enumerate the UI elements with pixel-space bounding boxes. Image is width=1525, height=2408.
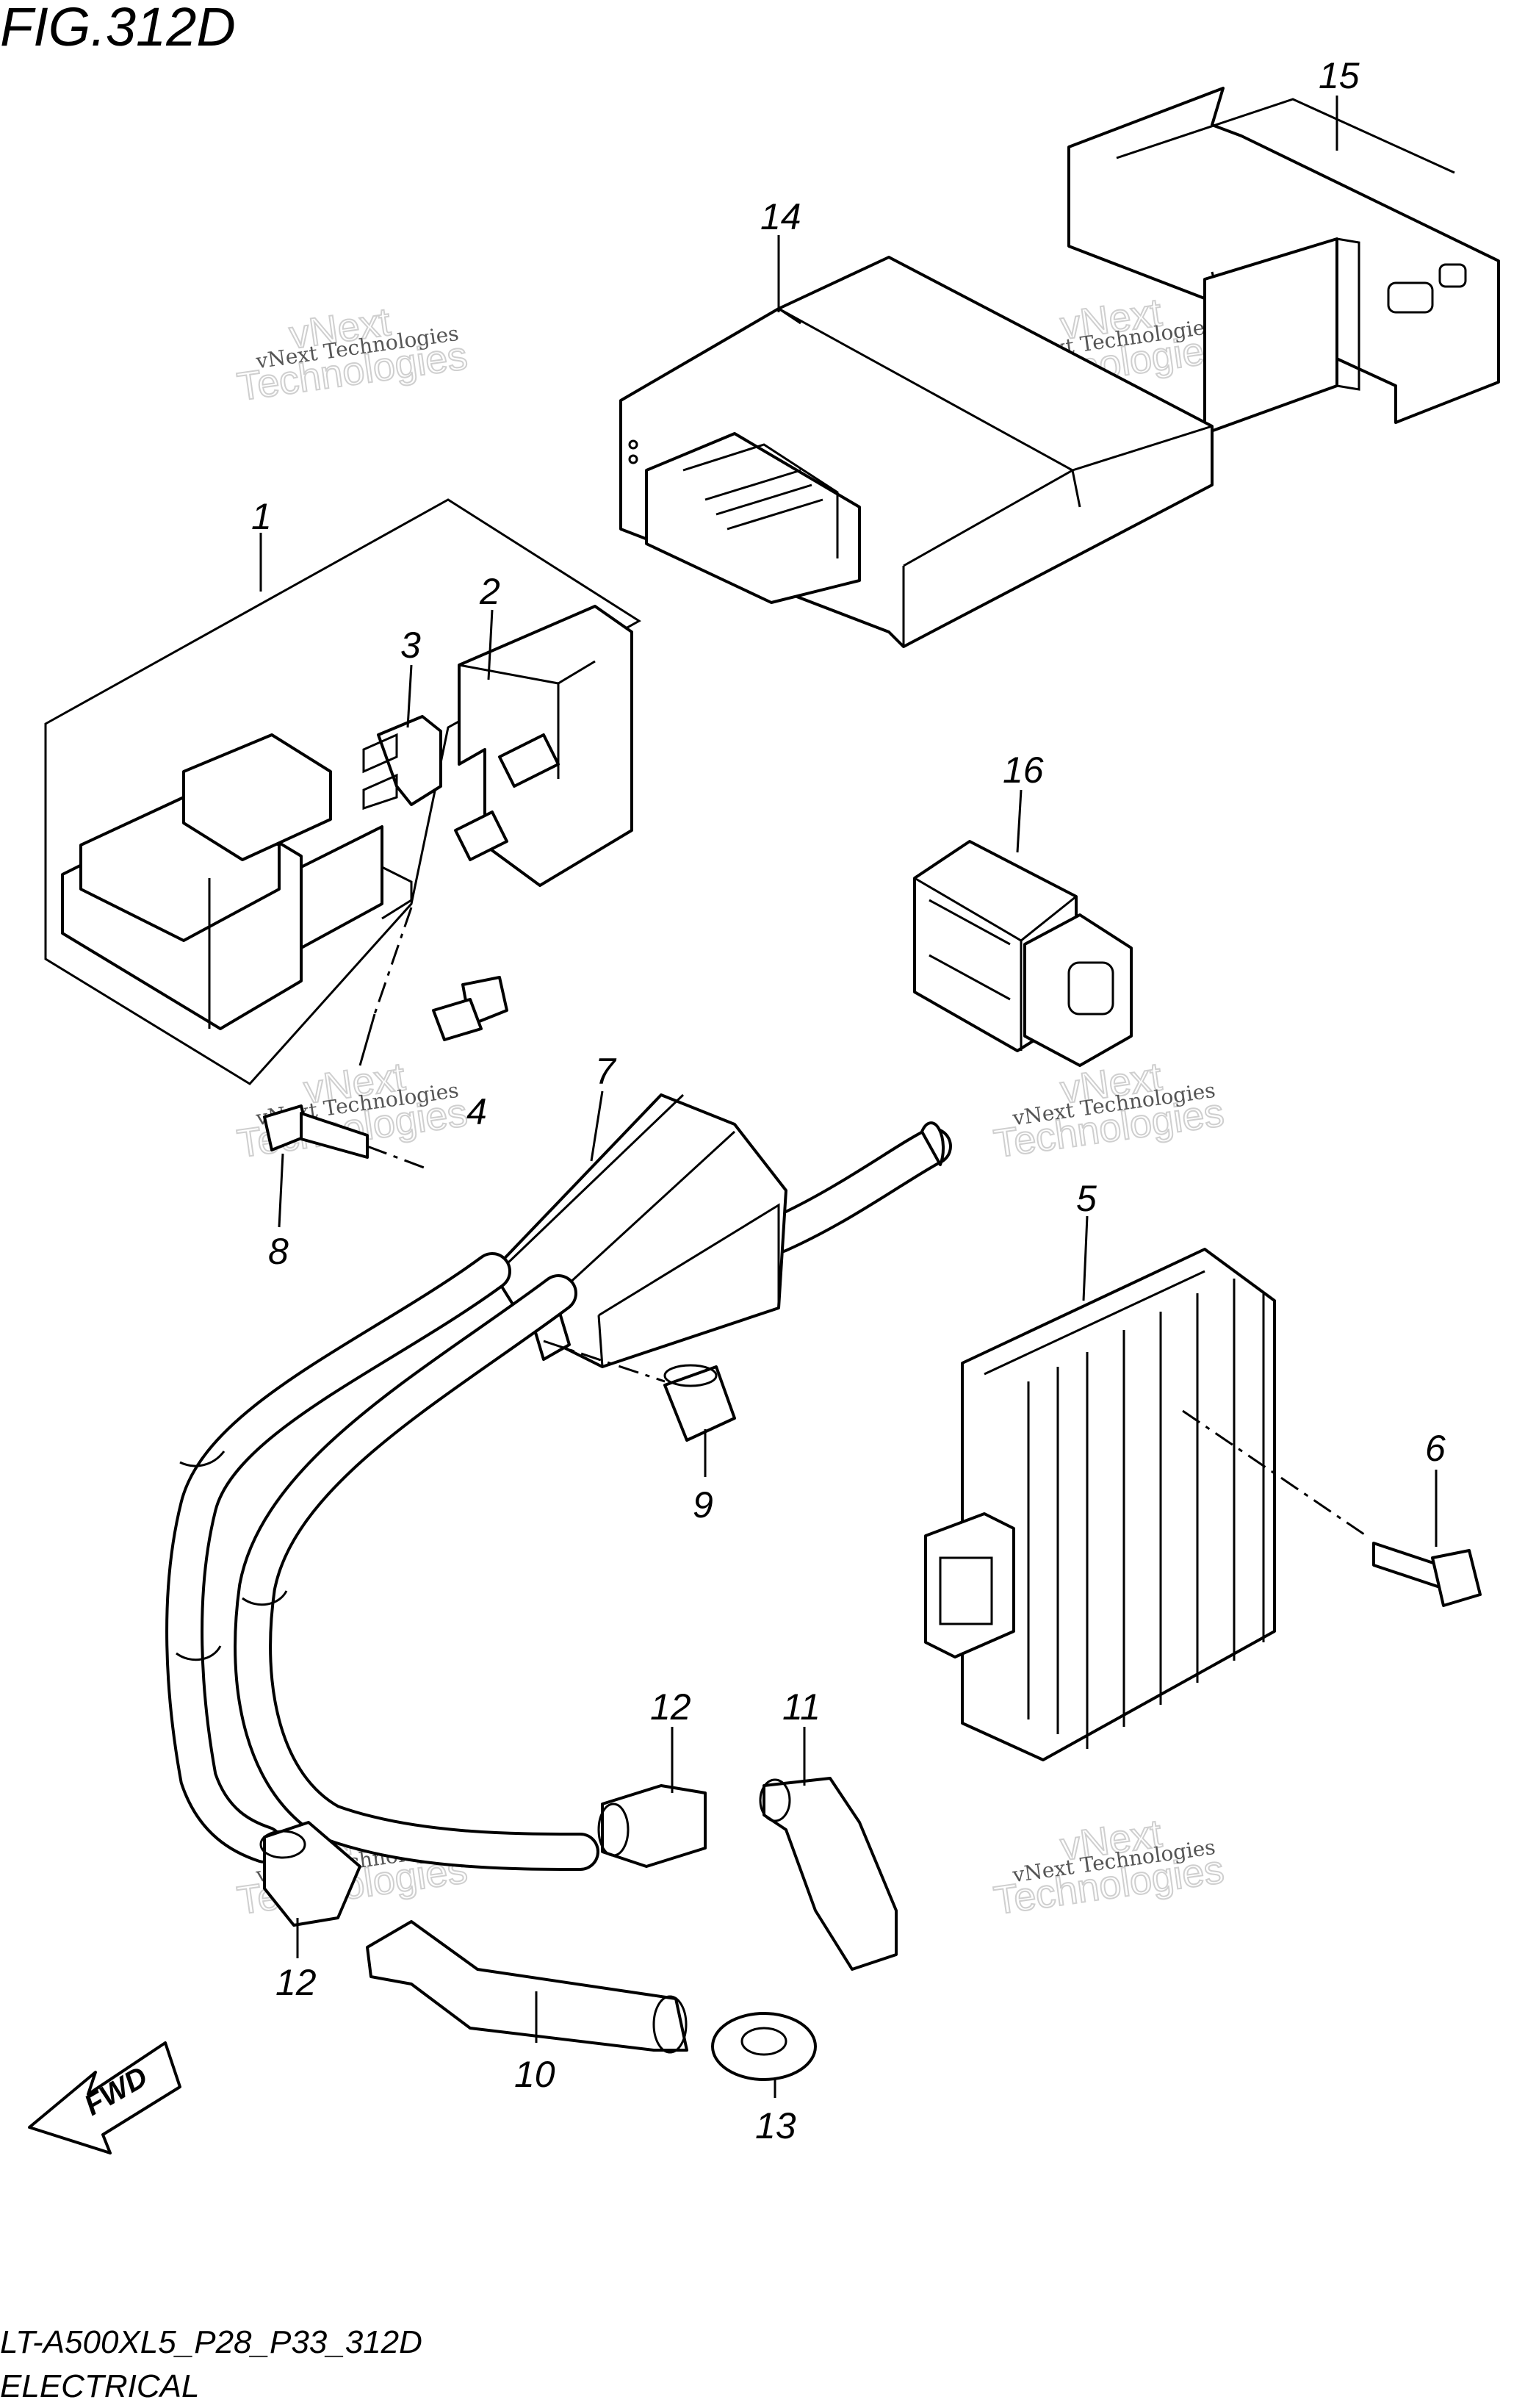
part-5-regulator[interactable] <box>924 1248 1367 1761</box>
callout-14: 14 <box>760 196 801 237</box>
part-2-relay-cover[interactable] <box>454 605 633 887</box>
part-14-ecu[interactable] <box>619 256 1214 648</box>
callout-16: 16 <box>1003 750 1044 791</box>
part-13-seal[interactable] <box>711 2012 817 2081</box>
hose-breaks <box>176 1451 288 1661</box>
part-10-plug-cap[interactable] <box>366 1920 688 2054</box>
callout-1: 1 <box>251 496 272 537</box>
callout-9: 9 <box>693 1484 713 1525</box>
part-11-plug-cap[interactable] <box>759 1777 898 1971</box>
hose-inner[interactable] <box>234 1274 599 1871</box>
watermark-bottom-right: vNext Technologies vNext Technologies <box>990 1811 1227 1924</box>
callout-2: 2 <box>479 571 500 612</box>
watermark-mid-right: vNext Technologies vNext Technologies <box>990 1054 1227 1167</box>
callout-12-left: 12 <box>275 1962 317 2003</box>
callout-13: 13 <box>755 2105 796 2146</box>
part-7-ignition-coil[interactable] <box>491 1093 952 1383</box>
watermark-top-left: vNext Technologies vNext Technologies <box>234 299 471 410</box>
part-8-bolt[interactable] <box>263 1104 427 1170</box>
callout-6: 6 <box>1425 1428 1446 1469</box>
section-name: ELECTRICAL <box>0 2368 199 2404</box>
callouts: 1 2 3 4 5 6 7 8 9 10 11 12 12 <box>251 55 1446 2146</box>
hose-outer[interactable] <box>165 1252 511 1863</box>
callout-11: 11 <box>782 1686 821 1728</box>
fwd-arrow-icon: FWD <box>28 2041 181 2154</box>
figure-title: FIG.312D <box>0 0 236 57</box>
callout-3: 3 <box>400 625 421 666</box>
part-15-ecu-cover[interactable] <box>1067 87 1500 435</box>
callout-10: 10 <box>514 2054 555 2095</box>
part-12-cap-left[interactable] <box>259 1821 361 1927</box>
part-1-relay-assembly[interactable] <box>44 498 641 1085</box>
part-4-screw[interactable] <box>432 976 508 1041</box>
part-6-bolt[interactable] <box>1372 1542 1482 1607</box>
callout-7: 7 <box>595 1051 617 1092</box>
callout-15: 15 <box>1319 55 1360 96</box>
callout-4: 4 <box>466 1091 487 1132</box>
model-code: LT-A500XL5_P28_P33_312D <box>0 2324 422 2360</box>
part-3-fuse[interactable] <box>362 715 442 811</box>
part-9-collar[interactable] <box>663 1364 736 1442</box>
part-16-connector[interactable] <box>913 840 1133 1067</box>
callout-5: 5 <box>1076 1178 1097 1219</box>
part-12-cap-right[interactable] <box>597 1784 707 1868</box>
callout-12-right: 12 <box>650 1686 691 1728</box>
callout-8: 8 <box>268 1231 289 1272</box>
